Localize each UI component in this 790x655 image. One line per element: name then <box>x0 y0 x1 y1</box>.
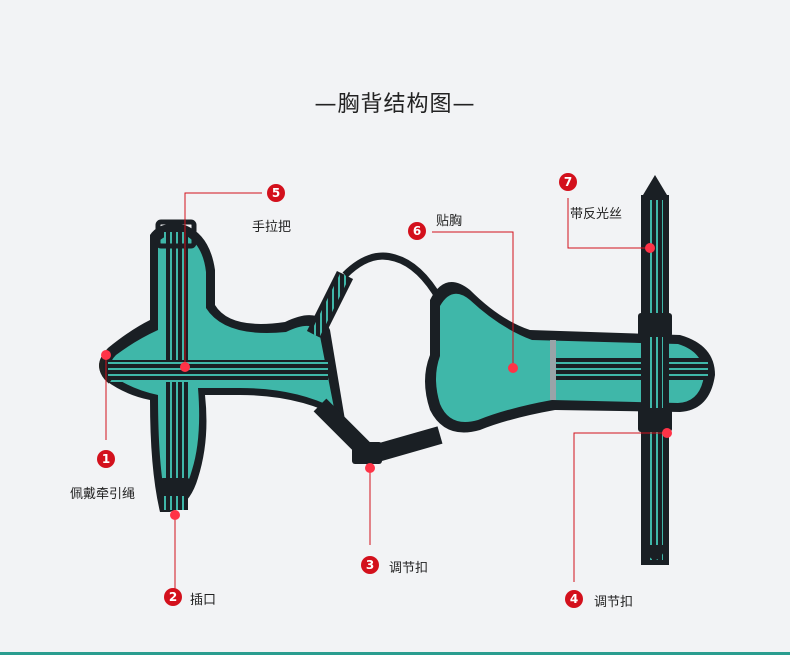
leader-lines <box>105 192 665 595</box>
callout-4-label: 调节扣 <box>594 595 634 610</box>
callout-5-badge: 5 <box>267 184 285 202</box>
callout-2-badge: 2 <box>164 588 182 606</box>
callout-3-badge: 3 <box>361 556 379 574</box>
marker-dots <box>101 243 672 520</box>
bottom-accent-bar <box>0 652 790 655</box>
callout-2-label: 插口 <box>190 593 217 608</box>
callout-4-badge: 4 <box>565 590 583 608</box>
callout-6-badge: 6 <box>408 222 426 240</box>
connector-straps <box>306 252 444 466</box>
callout-7-label: 带反光丝 <box>570 207 623 222</box>
callout-1-label: 佩戴牵引绳 <box>70 487 136 502</box>
back-panel <box>99 219 345 512</box>
callout-1-badge: 1 <box>97 450 115 468</box>
callout-3-label: 调节扣 <box>389 561 429 576</box>
callout-7-badge: 7 <box>559 173 577 191</box>
page-title: —胸背结构图— <box>314 92 476 117</box>
adjustable-strap <box>638 175 672 565</box>
callout-5-label: 手拉把 <box>252 220 292 235</box>
callout-6-label: 贴胸 <box>436 214 463 229</box>
